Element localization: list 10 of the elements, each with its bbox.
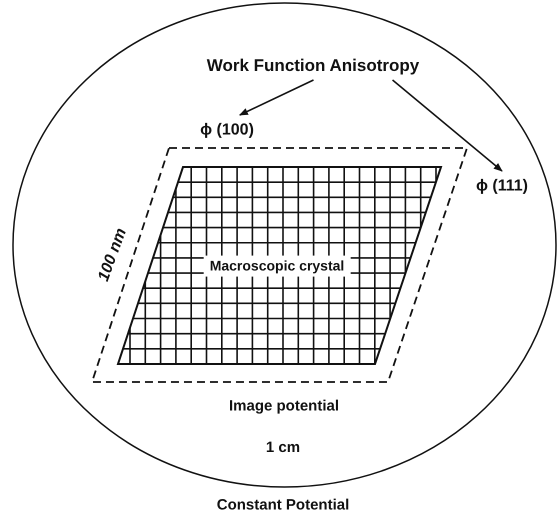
region-caption: Image potential: [228, 398, 340, 414]
facet-label: ϕ (100): [200, 120, 254, 140]
arrow: [392, 79, 503, 172]
arrow: [238, 79, 314, 116]
scale-label: 1 cm: [266, 439, 300, 457]
heading-label: Work Function Anisotropy: [206, 56, 420, 76]
facet-label: ϕ (111): [476, 176, 528, 196]
dimension-label: 100 nm: [95, 226, 131, 284]
region-caption: Constant Potential: [216, 496, 350, 514]
crystal-label: Macroscopic crystal: [204, 256, 350, 276]
